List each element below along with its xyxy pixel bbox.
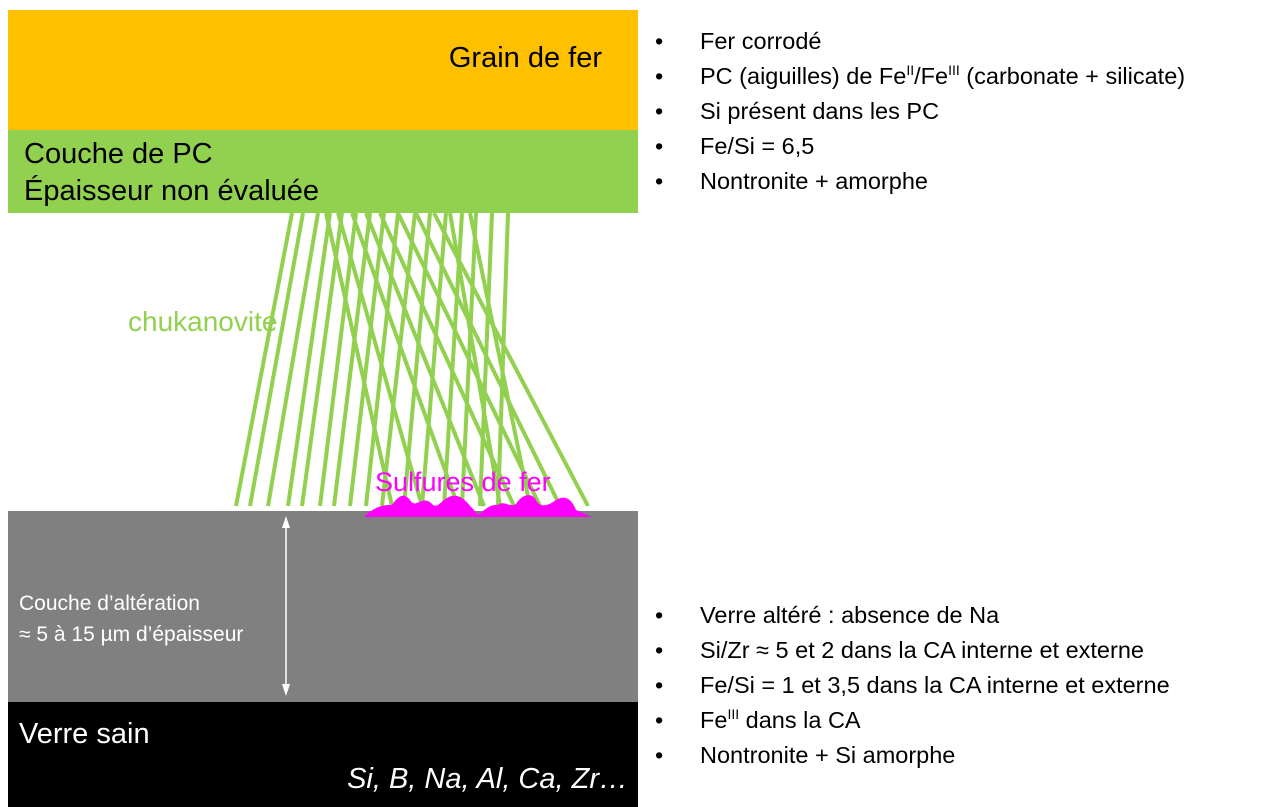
chukanovite-needles — [234, 212, 590, 507]
sulfide-blob — [476, 495, 592, 517]
needle — [468, 212, 532, 507]
needle — [396, 212, 542, 507]
glass-elements-label: Si, B, Na, Al, Ca, Zr… — [347, 763, 628, 795]
list-item: PC (aiguilles) de FeII/FeIII (carbonate … — [655, 59, 1185, 94]
list-item: Fer corrodé — [655, 24, 1185, 59]
iron-grain-layer: Grain de fer — [8, 10, 638, 130]
alteration-layer-label: Couche d’altération — [19, 592, 200, 615]
healthy-glass-label: Verre sain — [19, 718, 150, 750]
thickness-arrow — [282, 516, 290, 696]
corrosion-layer-label: Couche de PC — [24, 138, 213, 170]
alteration-layer: Couche d’altération ≈ 5 à 15 µm d’épaiss… — [8, 511, 638, 702]
needle — [332, 212, 372, 507]
needle — [448, 212, 502, 507]
iron-sulfides-label: Sulfures de fer — [375, 467, 551, 497]
list-item: Si/Zr ≈ 5 et 2 dans la CA interne et ext… — [655, 633, 1170, 668]
needle — [348, 212, 386, 507]
sulfide-blob — [364, 495, 480, 517]
iron-grain-label: Grain de fer — [448, 42, 602, 74]
chukanovite-label: chukanovite — [128, 306, 278, 337]
corrosion-layer-thickness: Épaisseur non évaluée — [24, 175, 320, 207]
list-item: Fe/Si = 6,5 — [655, 129, 1185, 164]
needle — [336, 212, 424, 507]
needle — [234, 212, 294, 507]
list-item: Nontronite + Si amorphe — [655, 738, 1170, 773]
needle — [380, 212, 417, 507]
list-item: FeIII dans la CA — [655, 703, 1170, 738]
iron-grain-observations-list: Fer corrodé PC (aiguilles) de FeII/FeIII… — [655, 24, 1185, 199]
list-item: Verre altéré : absence de Na — [655, 598, 1170, 633]
list-item: Fe/Si = 1 et 3,5 dans la CA interne et e… — [655, 668, 1170, 703]
needle — [350, 212, 460, 507]
needle — [414, 212, 562, 507]
corrosion-products-layer: Couche de PC Épaisseur non évaluée — [8, 130, 638, 213]
needle — [496, 212, 510, 507]
needle — [248, 212, 305, 507]
needle — [364, 212, 486, 507]
glass-observations-list: Verre altéré : absence de Na Si/Zr ≈ 5 e… — [655, 598, 1170, 773]
iron-sulfide-blobs — [364, 495, 592, 517]
needle — [286, 212, 332, 507]
needle — [266, 212, 320, 507]
needle — [324, 212, 394, 507]
alteration-layer-thickness: ≈ 5 à 15 µm d’épaisseur — [19, 623, 244, 646]
list-item: Si présent dans les PC — [655, 94, 1185, 129]
healthy-glass-layer: Verre sain Si, B, Na, Al, Ca, Zr… — [8, 702, 638, 807]
list-item: Nontronite + amorphe — [655, 164, 1185, 199]
